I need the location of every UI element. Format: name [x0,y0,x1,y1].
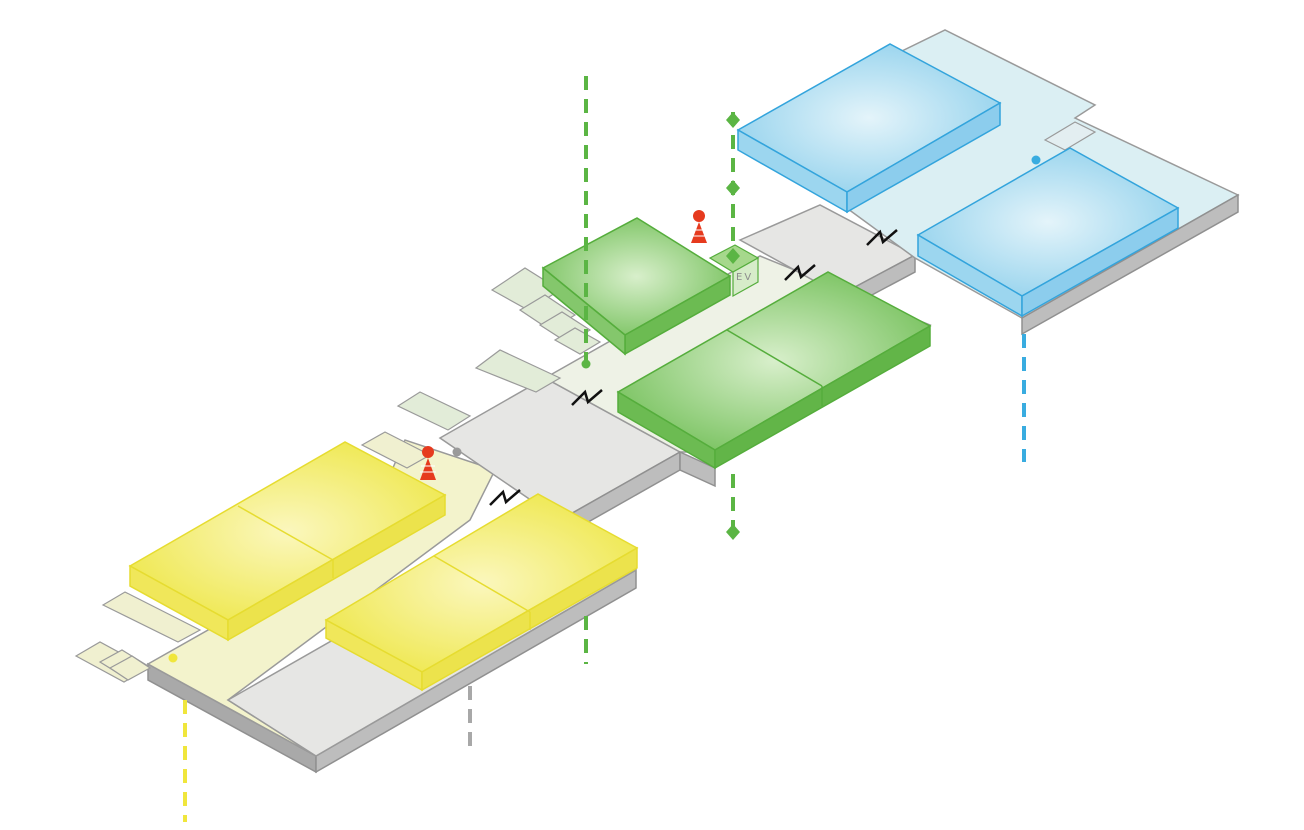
diamond-marker [726,180,740,196]
break-mark [571,389,603,406]
location-dots [168,155,1041,663]
diamond-marker [726,112,740,128]
person-marker-1 [420,446,436,480]
green-floor-side [679,450,716,488]
break-mark [784,264,816,281]
gray-dot [452,447,462,457]
blue-floor-side [1021,193,1239,336]
break-marks [489,229,898,506]
diamond-marker [726,248,740,264]
diamond-marker [726,524,740,540]
person-head-icon [422,446,434,458]
blue-dot [1031,155,1041,165]
stairs-blue [1043,121,1097,151]
break-mark [489,489,521,506]
person-head-icon [693,210,705,222]
elevator-label: EV [736,272,753,283]
stairs-yellow [74,431,432,683]
route-markers [726,112,740,540]
blue-block-side [846,101,1001,214]
green-dot [581,359,591,369]
yellow-dot [168,653,178,663]
blue-zone [736,43,1180,318]
person-body-icon [420,458,436,480]
elevator-box-side [732,256,759,298]
yellow-block-side [227,493,446,642]
person-marker-2 [691,210,707,243]
stairs-green [396,267,602,431]
person-body-icon [691,222,707,243]
yellow-zone [128,441,639,692]
break-mark [866,229,898,246]
blue-block-side-2 [1021,206,1179,318]
